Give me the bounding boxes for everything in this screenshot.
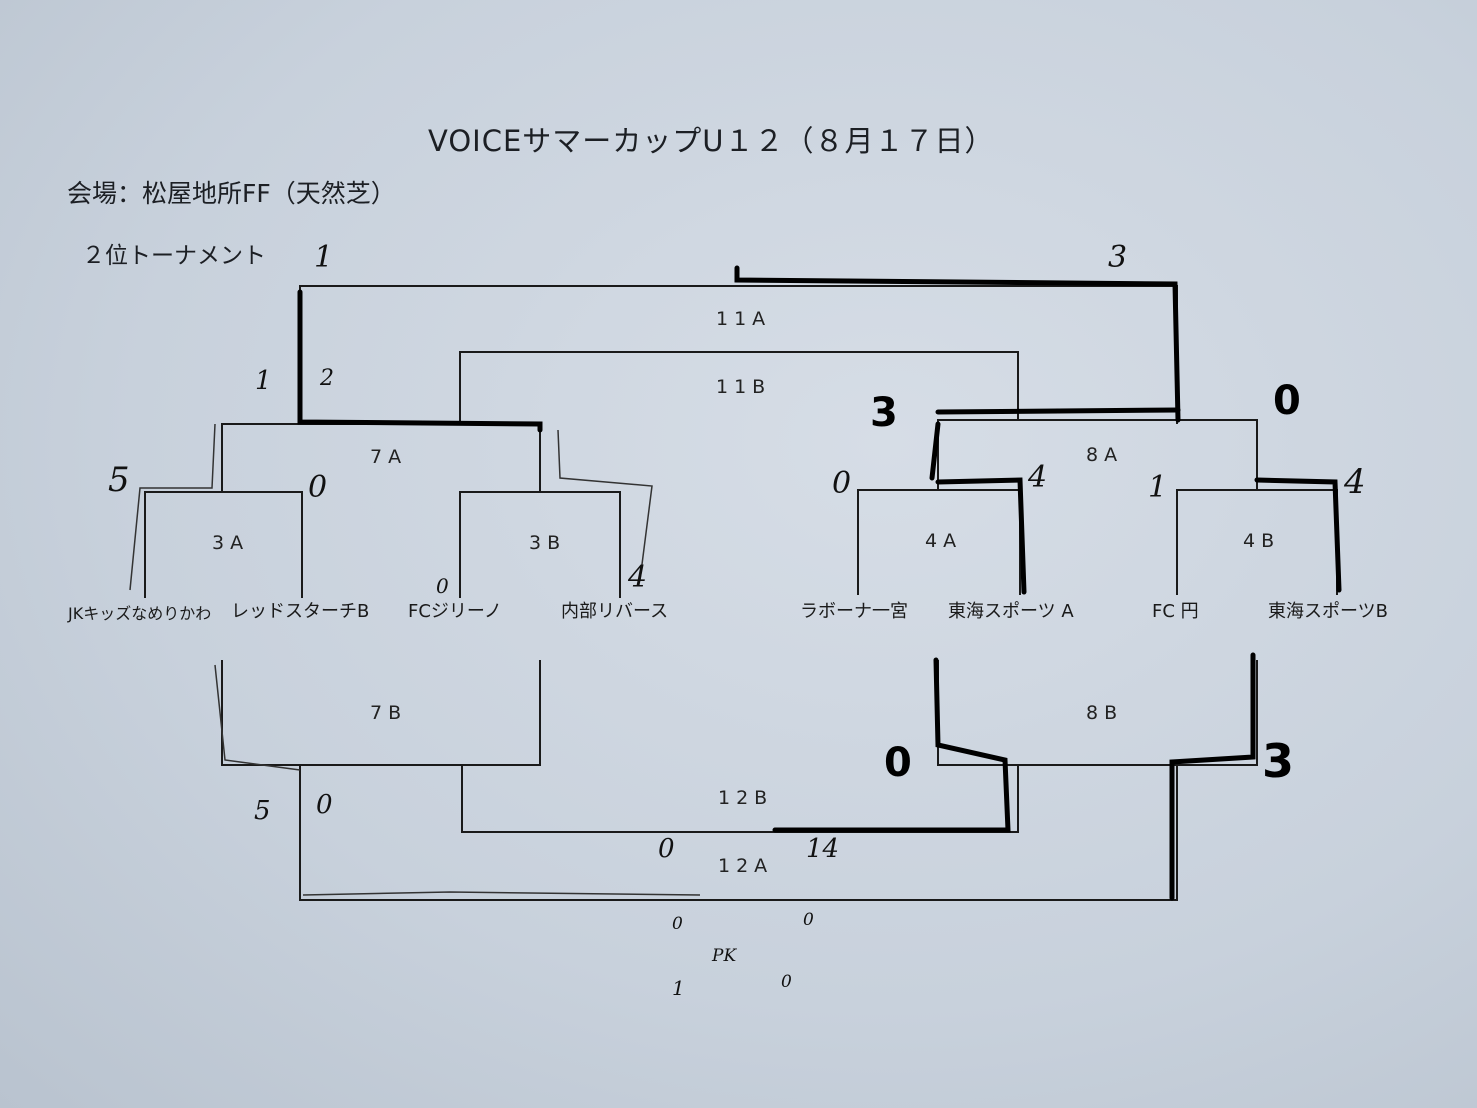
pk-score: 1 (672, 976, 685, 1000)
score-4A-left: 0 (832, 466, 852, 501)
venue-label: 会場：松屋地所FF（天然芝） (67, 179, 396, 208)
score-12A-left: 5 (254, 796, 271, 826)
pk-score: 0 (672, 914, 683, 934)
score-3A-right: 0 (308, 470, 328, 505)
team-name: レッドスターチB (231, 601, 370, 622)
score-12A-right: 0 (316, 790, 333, 820)
page-title: VOICEサマーカップU１２（８月１７日） (428, 124, 995, 158)
score-3A-left: 5 (108, 460, 130, 500)
score-8B-right: 3 (1262, 734, 1295, 788)
match-7B-label: 7B (370, 702, 408, 724)
match-3A-label: 3A (212, 532, 250, 554)
match-4A-label: 4A (925, 530, 963, 552)
team-name: 東海スポーツB (1268, 601, 1388, 622)
score-3B-right: 4 (628, 560, 648, 595)
score-11A-left: 1 (314, 240, 334, 275)
printed-bracket (144, 285, 1338, 901)
match-12A-label: 12A (718, 855, 774, 877)
handdrawn-lines (129, 423, 701, 896)
score-4B-left: 1 (1148, 470, 1168, 505)
score-8A-right: 0 (1273, 378, 1301, 424)
team-name: 内部リバース (561, 601, 669, 622)
team-name: ラボーナ一宮 (800, 601, 908, 622)
match-12B-label: 12B (718, 787, 774, 809)
match-8A-label: 8A (1086, 444, 1124, 466)
pk-score: 0 (803, 910, 814, 930)
score-12B-left: 0 (658, 834, 675, 864)
match-8B-label: 8B (1086, 702, 1124, 724)
score-12B-right: 14 (806, 834, 840, 864)
score-7A-right: 2 (320, 366, 334, 391)
pk-score: 0 (781, 972, 792, 992)
bracket-subtitle: ２位トーナメント (82, 243, 266, 269)
score-3B-left: 0 (436, 574, 449, 598)
team-name: 東海スポーツ A (948, 601, 1074, 622)
score-11A-right: 3 (1108, 240, 1128, 275)
score-4B-right: 4 (1344, 462, 1366, 502)
match-4B-label: 4B (1243, 530, 1281, 552)
team-name: JKキッズなめりかわ (68, 604, 212, 623)
score-4A-right: 4 (1028, 460, 1048, 495)
pk-label: PK (712, 946, 737, 966)
match-3B-label: 3B (529, 532, 567, 554)
winner-marks (297, 265, 1342, 901)
score-8B-left: 0 (884, 740, 912, 786)
match-7A-label: 7A (370, 446, 408, 468)
score-7A-left: 1 (255, 366, 272, 396)
match-11A-label: 11A (716, 308, 772, 330)
team-name: FC 円 (1152, 601, 1199, 622)
score-8A-left: 3 (870, 390, 898, 436)
match-11B-label: 11B (716, 376, 772, 398)
team-name: FCジリーノ (408, 601, 502, 622)
